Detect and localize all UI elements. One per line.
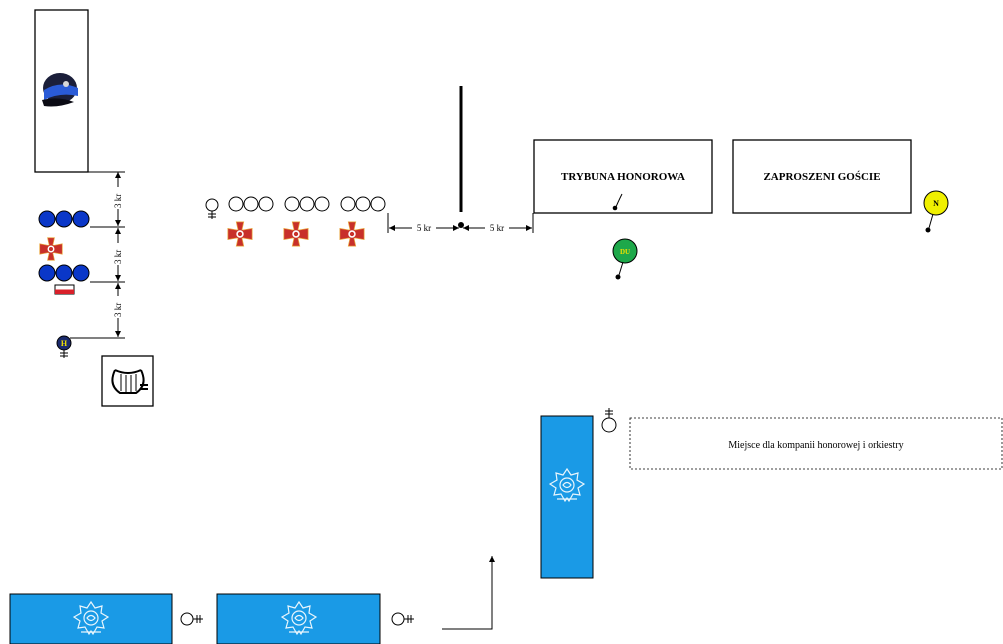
h-marker: H	[56, 335, 72, 358]
dim-label-3: 3 kr	[112, 296, 124, 318]
dim-label-2: 3 kr	[112, 243, 124, 265]
bearer-marker-2	[391, 612, 414, 626]
police-cap-icon	[42, 73, 78, 107]
n-marker: N	[923, 190, 949, 233]
company-orchestra-zone: Miejsce dla kompanii honorowej i orkiest…	[629, 417, 1003, 470]
banner-cross-3	[338, 220, 366, 248]
svg-text:3 kr: 3 kr	[113, 303, 123, 317]
lyre-icon	[111, 369, 148, 394]
flag-icon	[54, 284, 75, 295]
soldiers-row-top	[38, 210, 90, 228]
soldiers-row-bottom	[38, 264, 90, 282]
march-direction-arrow	[442, 556, 495, 630]
banner-cross-1	[226, 220, 254, 248]
svg-text:5 kr: 5 kr	[490, 223, 504, 233]
banner-bearer-marker	[601, 408, 617, 433]
horizontal-police-banner-2	[216, 593, 381, 644]
left-dimension-lines	[70, 171, 125, 339]
svg-text:ZAPROSZENI GOŚCIE: ZAPROSZENI GOŚCIE	[763, 171, 880, 183]
dim-label-5a: 5 kr	[412, 222, 436, 234]
flagpole	[458, 86, 464, 228]
svg-text:DU: DU	[620, 248, 630, 256]
svg-text:N: N	[933, 199, 939, 208]
bearer-marker-1	[180, 612, 203, 626]
banner-cross-2	[282, 220, 310, 248]
svg-text:H: H	[61, 339, 68, 348]
dim-label-1: 3 kr	[112, 187, 124, 209]
honor-tribune: TRYBUNA HONOROWA	[533, 139, 713, 214]
svg-text:3 kr: 3 kr	[113, 250, 123, 264]
horizontal-police-banner-1	[9, 593, 173, 644]
svg-text:Miejsce dla kompanii honorowej: Miejsce dla kompanii honorowej i orkiest…	[728, 440, 903, 451]
banner-line-circles	[205, 196, 386, 212]
vertical-police-banner	[540, 415, 594, 579]
du-marker: DU	[612, 238, 638, 280]
dim-label-5b: 5 kr	[485, 222, 509, 234]
commander-marker	[208, 211, 216, 219]
svg-text:5 kr: 5 kr	[417, 223, 431, 233]
orchestra-box	[101, 355, 154, 407]
svg-text:3 kr: 3 kr	[113, 194, 123, 208]
svg-text:TRYBUNA HONOROWA: TRYBUNA HONOROWA	[561, 171, 685, 183]
guests-stand: ZAPROSZENI GOŚCIE	[732, 139, 912, 214]
cross-banner-icon	[38, 236, 64, 262]
